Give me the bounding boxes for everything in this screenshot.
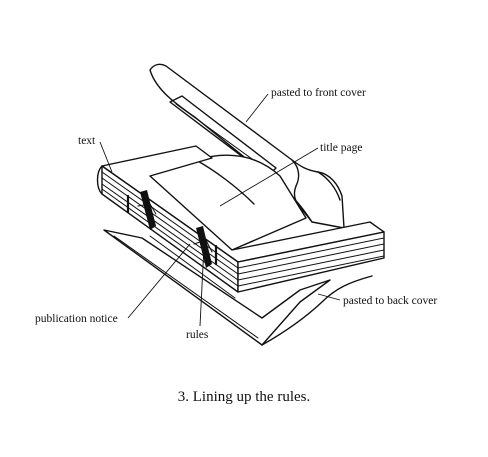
back-endpaper	[103, 229, 373, 346]
figure-caption: 3. Lining up the rules.	[178, 389, 310, 405]
label-rules: rules	[186, 329, 209, 341]
label-publication-notice: publication notice	[35, 313, 118, 325]
label-title-page: title page	[320, 142, 362, 154]
label-text: text	[78, 135, 96, 147]
text-block	[96, 145, 385, 293]
leader-lines	[99, 93, 341, 327]
label-pasted-to-back-cover: pasted to back cover	[343, 295, 437, 307]
label-pasted-to-front-cover: pasted to front cover	[271, 87, 366, 99]
